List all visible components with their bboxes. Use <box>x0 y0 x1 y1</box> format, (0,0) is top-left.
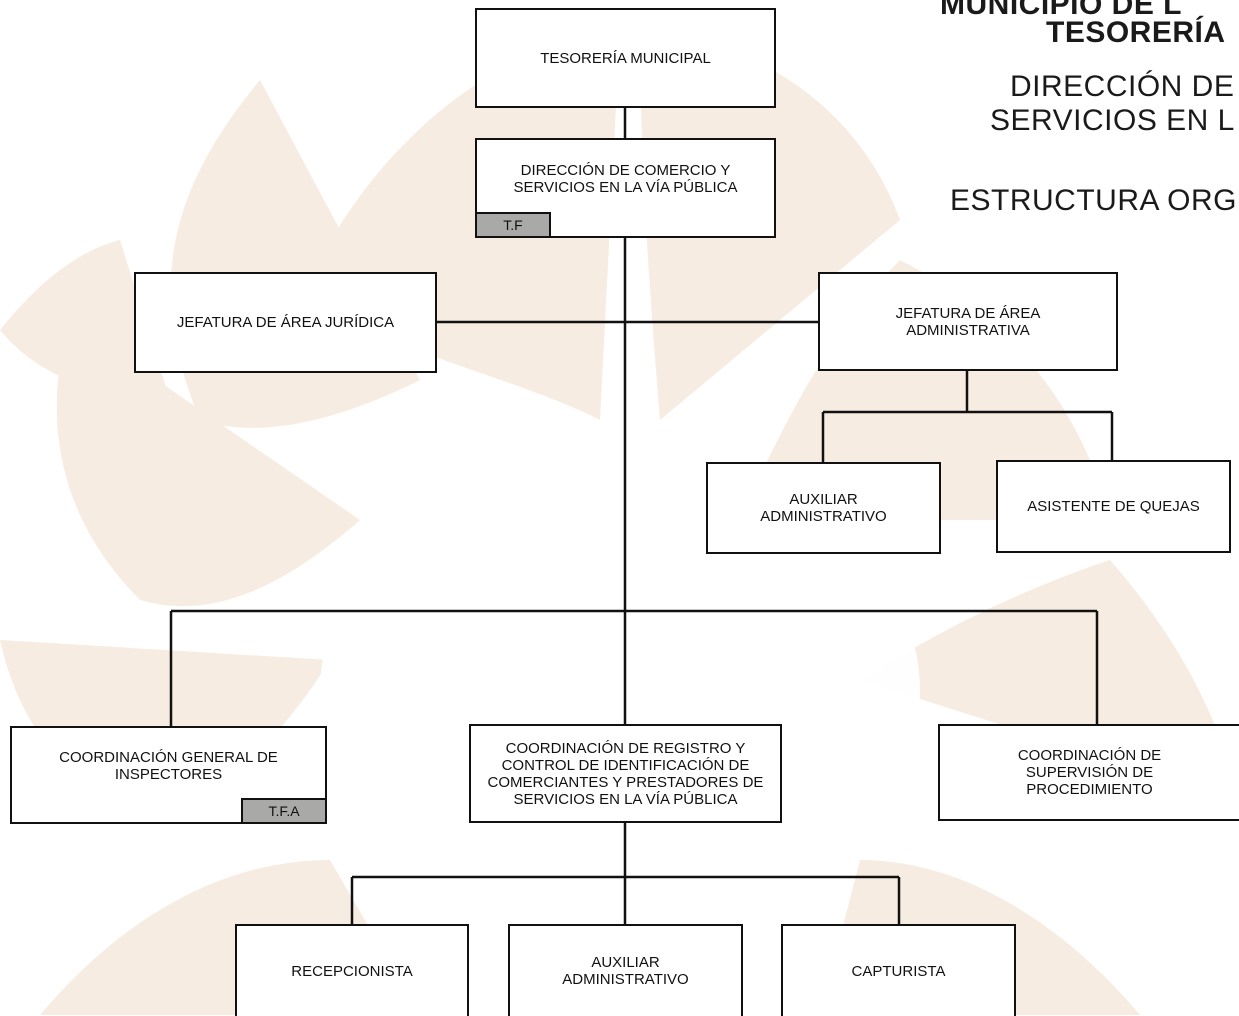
node-label: COORDINACIÓN DE REGISTRO Y CONTROL DE ID… <box>487 739 764 808</box>
node-tesoreria-municipal: TESORERÍA MUNICIPAL <box>475 8 776 108</box>
node-auxiliar-administrativo-2: AUXILIAR ADMINISTRATIVO <box>508 924 743 1016</box>
node-coord-supervision: COORDINACIÓN DE SUPERVISIÓN DE PROCEDIMI… <box>938 724 1239 821</box>
node-label: ASISTENTE DE QUEJAS <box>1027 498 1200 515</box>
tag-tfa: T.F.A <box>241 798 327 824</box>
node-jefatura-administrativa: JEFATURA DE ÁREA ADMINISTRATIVA <box>818 272 1118 371</box>
node-jefatura-juridica: JEFATURA DE ÁREA JURÍDICA <box>134 272 437 373</box>
node-capturista: CAPTURISTA <box>781 924 1016 1016</box>
node-label: COORDINACIÓN DE SUPERVISIÓN DE PROCEDIMI… <box>1017 747 1162 798</box>
header-estructura: ESTRUCTURA ORG <box>950 184 1238 217</box>
node-recepcionista: RECEPCIONISTA <box>235 924 469 1016</box>
node-coord-registro: COORDINACIÓN DE REGISTRO Y CONTROL DE ID… <box>469 724 782 823</box>
header-servicios: SERVICIOS EN L <box>990 104 1235 137</box>
node-label: AUXILIAR ADMINISTRATIVO <box>562 954 689 988</box>
node-label: RECEPCIONISTA <box>291 962 413 980</box>
tag-tf: T.F <box>475 212 551 238</box>
node-label: DIRECCIÓN DE COMERCIO Y SERVICIOS EN LA … <box>513 162 738 196</box>
node-label: COORDINACIÓN GENERAL DE INSPECTORES <box>59 749 278 783</box>
node-auxiliar-administrativo-1: AUXILIAR ADMINISTRATIVO <box>706 462 941 554</box>
node-label: JEFATURA DE ÁREA ADMINISTRATIVA <box>895 304 1041 339</box>
header-municipio: MUNICIPIO DE L <box>940 0 1183 21</box>
node-label: TESORERÍA MUNICIPAL <box>540 49 711 67</box>
header-direccion: DIRECCIÓN DE <box>1010 70 1235 103</box>
node-asistente-quejas: ASISTENTE DE QUEJAS <box>996 460 1231 553</box>
header-tesoreria: TESORERÍA <box>1046 16 1226 49</box>
node-label: JEFATURA DE ÁREA JURÍDICA <box>176 314 395 331</box>
node-label: CAPTURISTA <box>851 962 946 980</box>
node-label: AUXILIAR ADMINISTRATIVO <box>760 491 887 525</box>
